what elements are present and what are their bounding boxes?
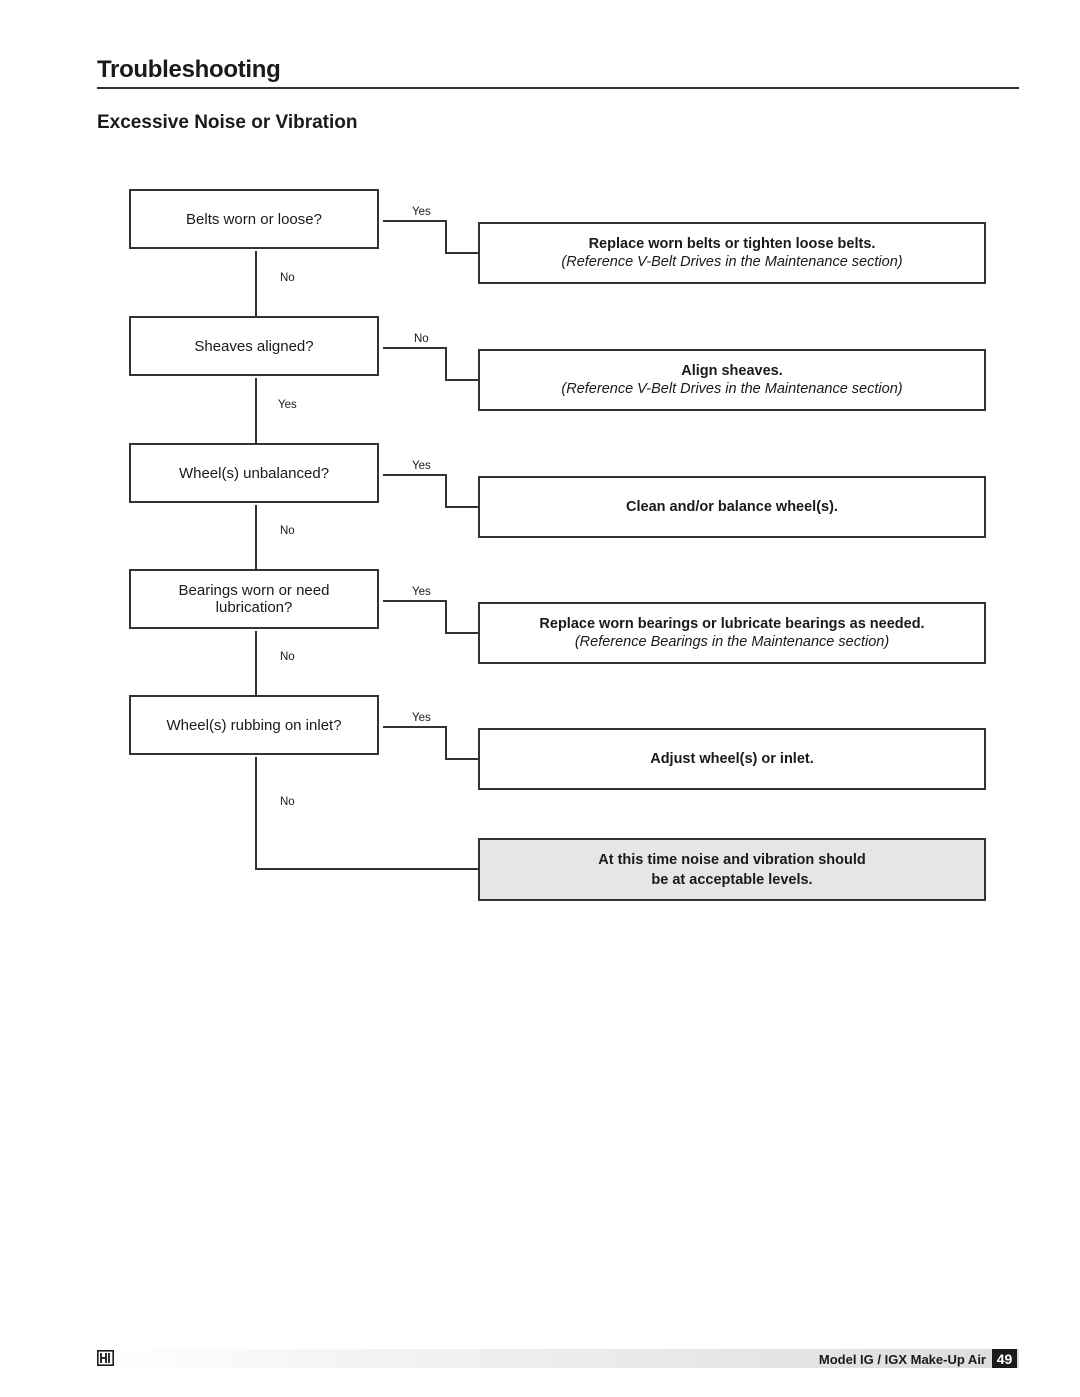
page-title: Troubleshooting [97, 56, 281, 83]
connector-q2-a2 [383, 347, 479, 381]
action-adjust-wheels: Adjust wheel(s) or inlet. [478, 728, 986, 790]
branch-label-q1: Yes [412, 206, 431, 218]
footer-bar [97, 1349, 1019, 1368]
branch-label-q4: Yes [412, 586, 431, 598]
action-align-sheaves-text: Align sheaves. [681, 363, 783, 379]
action-replace-belts-text: Replace worn belts or tighten loose belt… [588, 236, 876, 252]
question-sheaves: Sheaves aligned? [129, 316, 379, 376]
question-wheels-rubbing: Wheel(s) rubbing on inlet? [129, 695, 379, 755]
question-belts-text: Belts worn or loose? [186, 210, 322, 228]
branch-label-q2: No [414, 333, 429, 345]
action-replace-bearings-text: Replace worn bearings or lubricate beari… [539, 616, 925, 632]
action-adjust-wheels-text: Adjust wheel(s) or inlet. [650, 751, 814, 767]
connector-q5-a5 [383, 726, 479, 760]
action-align-sheaves: Align sheaves. (Reference V-Belt Drives … [478, 349, 986, 411]
connector-q3-a3 [383, 474, 479, 508]
final-outcome-line2: be at acceptable levels. [651, 871, 813, 888]
connector-q5-final [255, 757, 479, 870]
branch-label-q3: Yes [412, 460, 431, 472]
page-number: 49 [992, 1349, 1017, 1368]
down-label-q5: No [280, 796, 295, 808]
down-label-q4: No [280, 651, 295, 663]
down-label-q3: No [280, 525, 295, 537]
action-balance-wheels-text: Clean and/or balance wheel(s). [626, 499, 838, 515]
down-label-q1: No [280, 272, 295, 284]
down-label-q2: Yes [278, 399, 297, 411]
connector-q4-a4 [383, 600, 479, 634]
question-wheels-unbalanced: Wheel(s) unbalanced? [129, 443, 379, 503]
final-outcome: At this time noise and vibration should … [478, 838, 986, 901]
final-outcome-line1: At this time noise and vibration should [598, 851, 866, 868]
action-replace-belts: Replace worn belts or tighten loose belt… [478, 222, 986, 284]
connector-q1-a1 [383, 220, 479, 254]
question-bearings: Bearings worn or need lubrication? [129, 569, 379, 629]
title-divider [97, 87, 1019, 89]
question-sheaves-text: Sheaves aligned? [194, 337, 314, 355]
action-balance-wheels: Clean and/or balance wheel(s). [478, 476, 986, 538]
greenheck-logo-icon [97, 1350, 114, 1366]
section-title: Excessive Noise or Vibration [97, 112, 358, 133]
question-belts: Belts worn or loose? [129, 189, 379, 249]
action-replace-belts-reference: (Reference V-Belt Drives in the Maintena… [561, 254, 903, 270]
footer-model: Model IG / IGX Make-Up Air [818, 1352, 986, 1367]
action-replace-bearings: Replace worn bearings or lubricate beari… [478, 602, 986, 664]
action-replace-bearings-reference: (Reference Bearings in the Maintenance s… [574, 634, 890, 650]
question-bearings-text: Bearings worn or need lubrication? [178, 582, 330, 616]
question-wheels-unbalanced-text: Wheel(s) unbalanced? [178, 464, 330, 482]
question-wheels-rubbing-text: Wheel(s) rubbing on inlet? [166, 716, 342, 734]
action-align-sheaves-reference: (Reference V-Belt Drives in the Maintena… [561, 381, 903, 397]
branch-label-q5: Yes [412, 712, 431, 724]
